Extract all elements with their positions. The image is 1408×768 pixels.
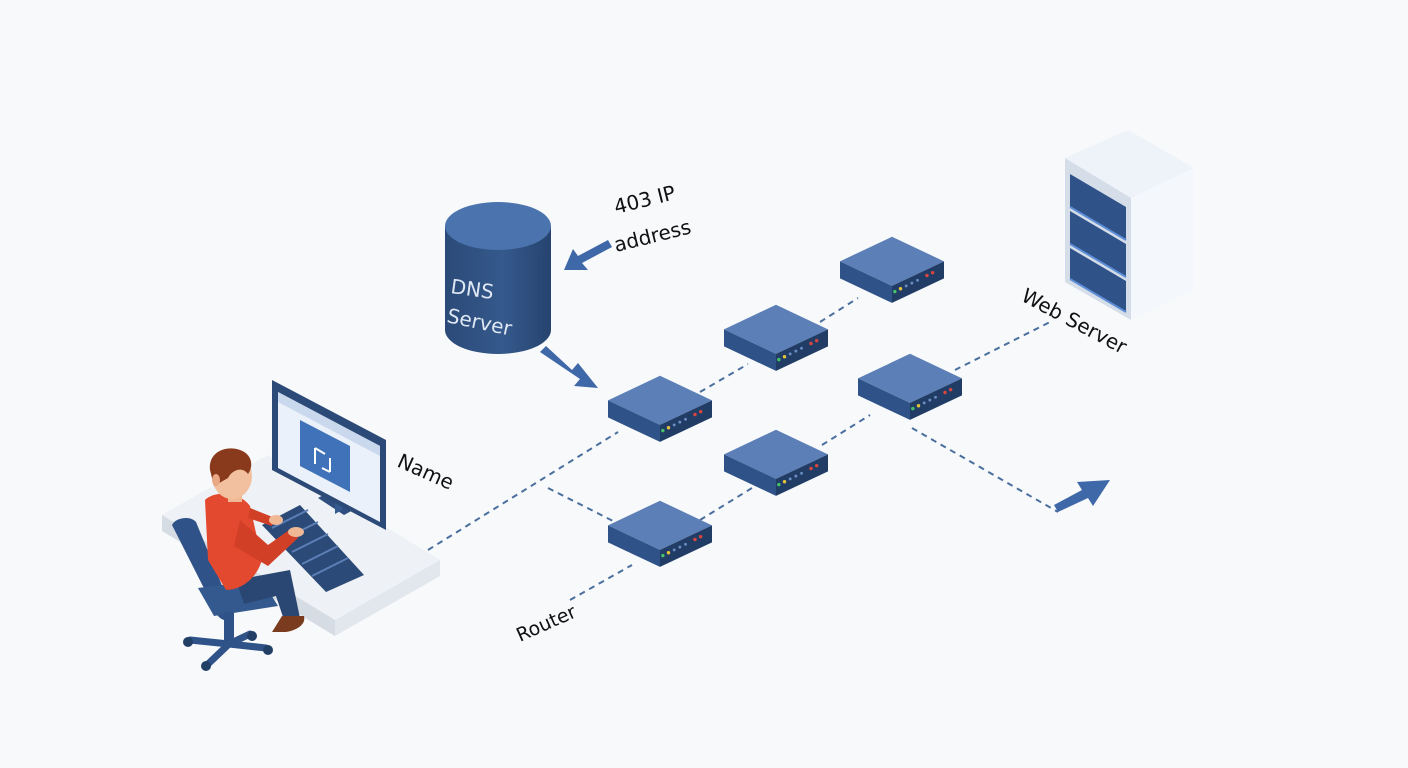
ip-address-label-line1: 403 IP [611,180,677,218]
arrow-icon [540,240,1110,512]
dns-database-cylinder-icon: DNS Server [445,202,551,354]
link-router-f-d [821,414,871,446]
router-a [608,375,712,442]
arrow-outgoing [1054,480,1110,512]
router-d [858,353,962,420]
link-branch-down [547,487,616,523]
router-e [608,500,712,567]
person-at-desk-icon [162,380,440,671]
network-links [427,297,1059,601]
link-router-e-f [699,487,753,521]
server-tower-icon [1065,130,1194,320]
link-desk-router [427,431,619,551]
link-router-d-web [954,321,1051,371]
router-c [840,236,944,303]
arrow-into-dns [564,240,612,270]
person [205,448,305,632]
router-b [724,304,828,371]
link-router-a-b [699,363,749,393]
link-router-d-out [911,427,1059,513]
router-f [724,429,828,496]
link-router-label [569,564,633,601]
link-router-b-c [819,297,859,323]
ip-address-label-line2: address [611,215,693,257]
arrow-dns-to-router [540,346,598,388]
keyboard [262,505,364,592]
monitor-icon [272,380,386,530]
name-label: Name [394,449,458,495]
dns-label-line1: DNS [449,274,495,304]
router-label: Router [513,601,580,647]
network-router-icon [608,236,962,567]
